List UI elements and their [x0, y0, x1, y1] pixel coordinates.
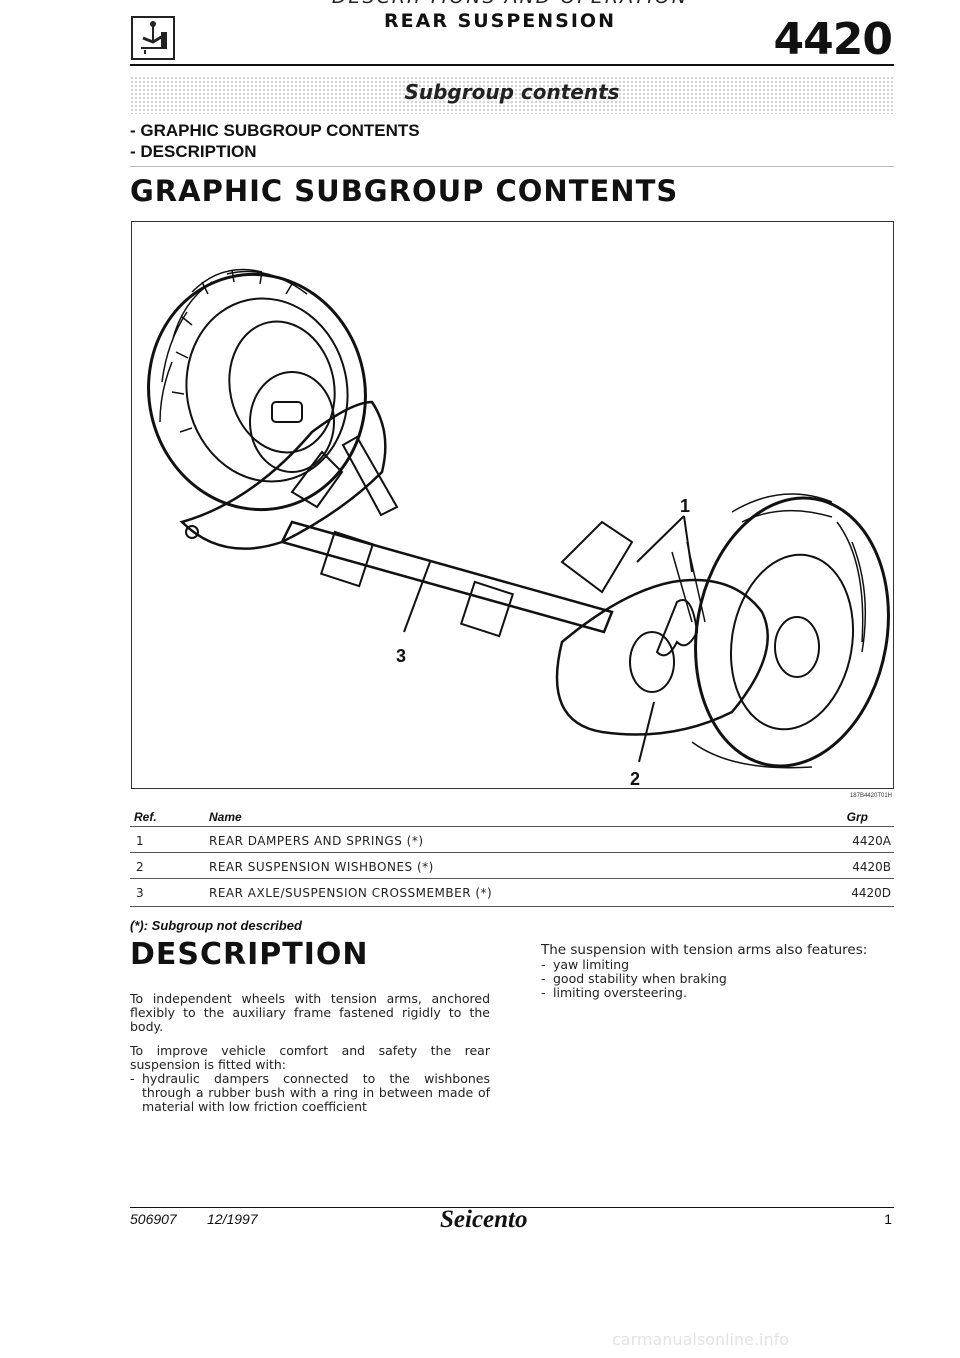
table-row: 2 REAR SUSPENSION WISHBONES (*) 4420B [130, 852, 894, 880]
table-rule [130, 826, 894, 827]
cell-grp: 4420A [852, 834, 891, 848]
document-number: 506907 [130, 1211, 177, 1227]
table-rule [130, 878, 894, 879]
table-header: Ref. Name Grp [130, 808, 894, 826]
contents-list: - GRAPHIC SUBGROUP CONTENTS - DESCRIPTIO… [130, 120, 420, 162]
publication-date: 12/1997 [207, 1211, 258, 1227]
description-heading: DESCRIPTION [130, 937, 369, 972]
page-title: REAR SUSPENSION [384, 10, 616, 32]
paragraph: The suspension with tension arms also fe… [541, 942, 868, 958]
brand-logo: Seicento [440, 1206, 528, 1233]
list-item-text: yaw limiting [553, 957, 630, 972]
contents-item[interactable]: - DESCRIPTION [130, 142, 257, 161]
callout-label: 2 [630, 769, 640, 788]
cell-ref: 3 [136, 886, 144, 900]
paragraph: To improve vehicle comfort and safety th… [130, 1043, 490, 1072]
paragraph: To independent wheels with tension arms,… [130, 991, 490, 1034]
watermark: carmanualsonline.info [612, 1330, 790, 1349]
list-item: -good stability when braking [541, 971, 727, 986]
list-item: -limiting oversteering. [541, 985, 687, 1000]
subgroup-band [130, 76, 894, 114]
cell-ref: 1 [136, 834, 144, 848]
figure-code: 187B4420T01H [849, 793, 892, 799]
cell-grp: 4420B [852, 860, 891, 874]
subgroup-band-title: Subgroup contents [404, 80, 620, 104]
section-heading: GRAPHIC SUBGROUP CONTENTS [130, 174, 679, 208]
contents-item[interactable]: - GRAPHIC SUBGROUP CONTENTS [130, 121, 420, 140]
table-rule [130, 906, 894, 907]
callout-label: 1 [680, 496, 690, 516]
cell-name: REAR SUSPENSION WISHBONES (*) [209, 860, 434, 874]
description-right-column: The suspension with tension arms also fe… [541, 943, 896, 1000]
page-number: 1 [884, 1211, 892, 1227]
cell-name: REAR AXLE/SUSPENSION CROSSMEMBER (*) [209, 886, 493, 900]
section-code: 4420 [773, 14, 893, 65]
callout-label: 3 [396, 646, 406, 666]
rear-axle-drawing: 1 2 3 [147, 268, 890, 788]
cell-grp: 4420D [851, 886, 891, 900]
footer-divider [130, 1207, 894, 1208]
cut-header-line: DESCRIPTIONS AND OPERATION [300, 0, 720, 8]
suspension-figure: 1 2 3 [131, 221, 894, 789]
list-item-text: hydraulic dampers connected to the wishb… [142, 1071, 490, 1114]
list-item-text: limiting oversteering. [553, 985, 687, 1000]
divider [130, 166, 894, 167]
header-divider [130, 64, 894, 66]
column-header-name: Name [209, 810, 242, 824]
table-footnote: (*): Subgroup not described [130, 918, 302, 933]
column-header-grp: Grp [846, 810, 868, 824]
list-item-text: good stability when braking [553, 971, 727, 986]
cell-name: REAR DAMPERS AND SPRINGS (*) [209, 834, 424, 848]
list-item: -hydraulic dampers connected to the wish… [130, 1071, 490, 1114]
list-item: -yaw limiting [541, 957, 630, 972]
column-header-ref: Ref. [134, 810, 157, 824]
cell-ref: 2 [136, 860, 144, 874]
table-row: 3 REAR AXLE/SUSPENSION CROSSMEMBER (*) 4… [130, 878, 894, 906]
description-left-column: To independent wheels with tension arms,… [130, 992, 490, 1114]
table-row: 1 REAR DAMPERS AND SPRINGS (*) 4420A [130, 826, 894, 854]
table-rule [130, 852, 894, 853]
suspension-icon [131, 16, 175, 60]
